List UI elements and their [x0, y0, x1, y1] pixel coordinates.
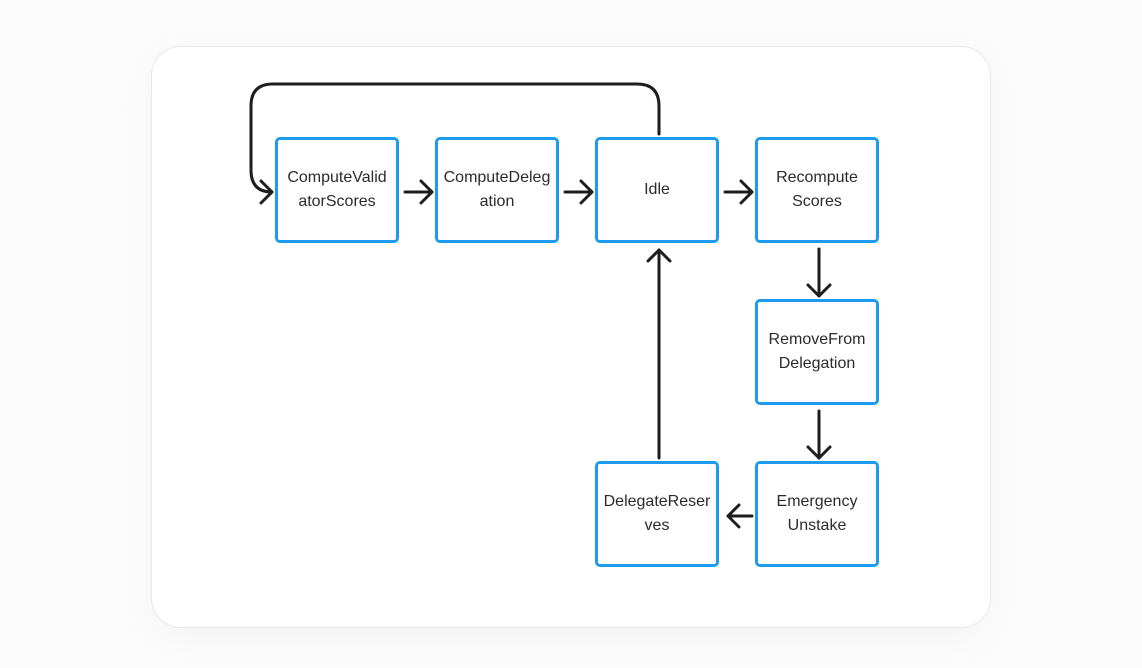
- node-recompute-scores[interactable]: Recompute Scores: [755, 137, 879, 243]
- node-label: Emergency Unstake: [776, 493, 858, 534]
- node-label: Recompute Scores: [776, 169, 858, 210]
- edge-idle-to-rs: [723, 179, 754, 205]
- node-compute-delegation[interactable]: ComputeDelegation: [435, 137, 559, 243]
- node-label: ComputeDelegation: [443, 169, 551, 210]
- node-label: RemoveFromDelegation: [768, 331, 866, 372]
- edge-dr-to-idle: [646, 248, 672, 460]
- node-emergency-unstake[interactable]: Emergency Unstake: [755, 461, 879, 567]
- edge-cd-to-idle: [563, 179, 594, 205]
- node-compute-validator-scores[interactable]: ComputeValidatorScores: [275, 137, 399, 243]
- edge-cvs-to-cd: [403, 179, 434, 205]
- node-label: Idle: [644, 181, 670, 198]
- node-label: ComputeValidatorScores: [287, 169, 387, 210]
- edge-eu-to-dr: [726, 503, 754, 529]
- edge-rfd-to-eu: [806, 409, 832, 460]
- node-delegate-reserves[interactable]: DelegateReserves: [595, 461, 719, 567]
- node-idle[interactable]: Idle: [595, 137, 719, 243]
- node-remove-from-delegation[interactable]: RemoveFromDelegation: [755, 299, 879, 405]
- node-label: DelegateReserves: [603, 493, 711, 534]
- edge-rs-to-rfd: [806, 247, 832, 298]
- edge-idle-to-cvs: [249, 82, 661, 205]
